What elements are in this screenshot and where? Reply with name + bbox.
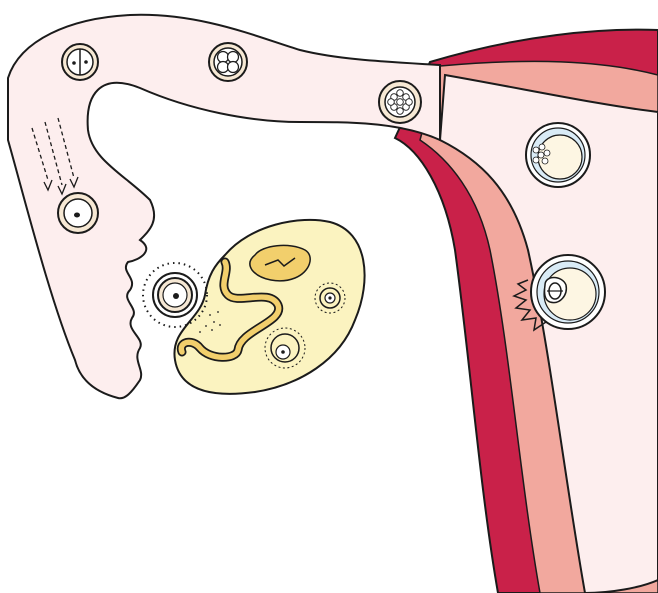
four-cell-embryo-icon [209, 43, 247, 81]
two-cell-embryo-icon [62, 44, 98, 80]
morula-icon [379, 81, 421, 123]
corpus-luteum [250, 245, 310, 280]
blastocyst-icon [526, 123, 590, 187]
oocyte-icon [58, 193, 98, 233]
